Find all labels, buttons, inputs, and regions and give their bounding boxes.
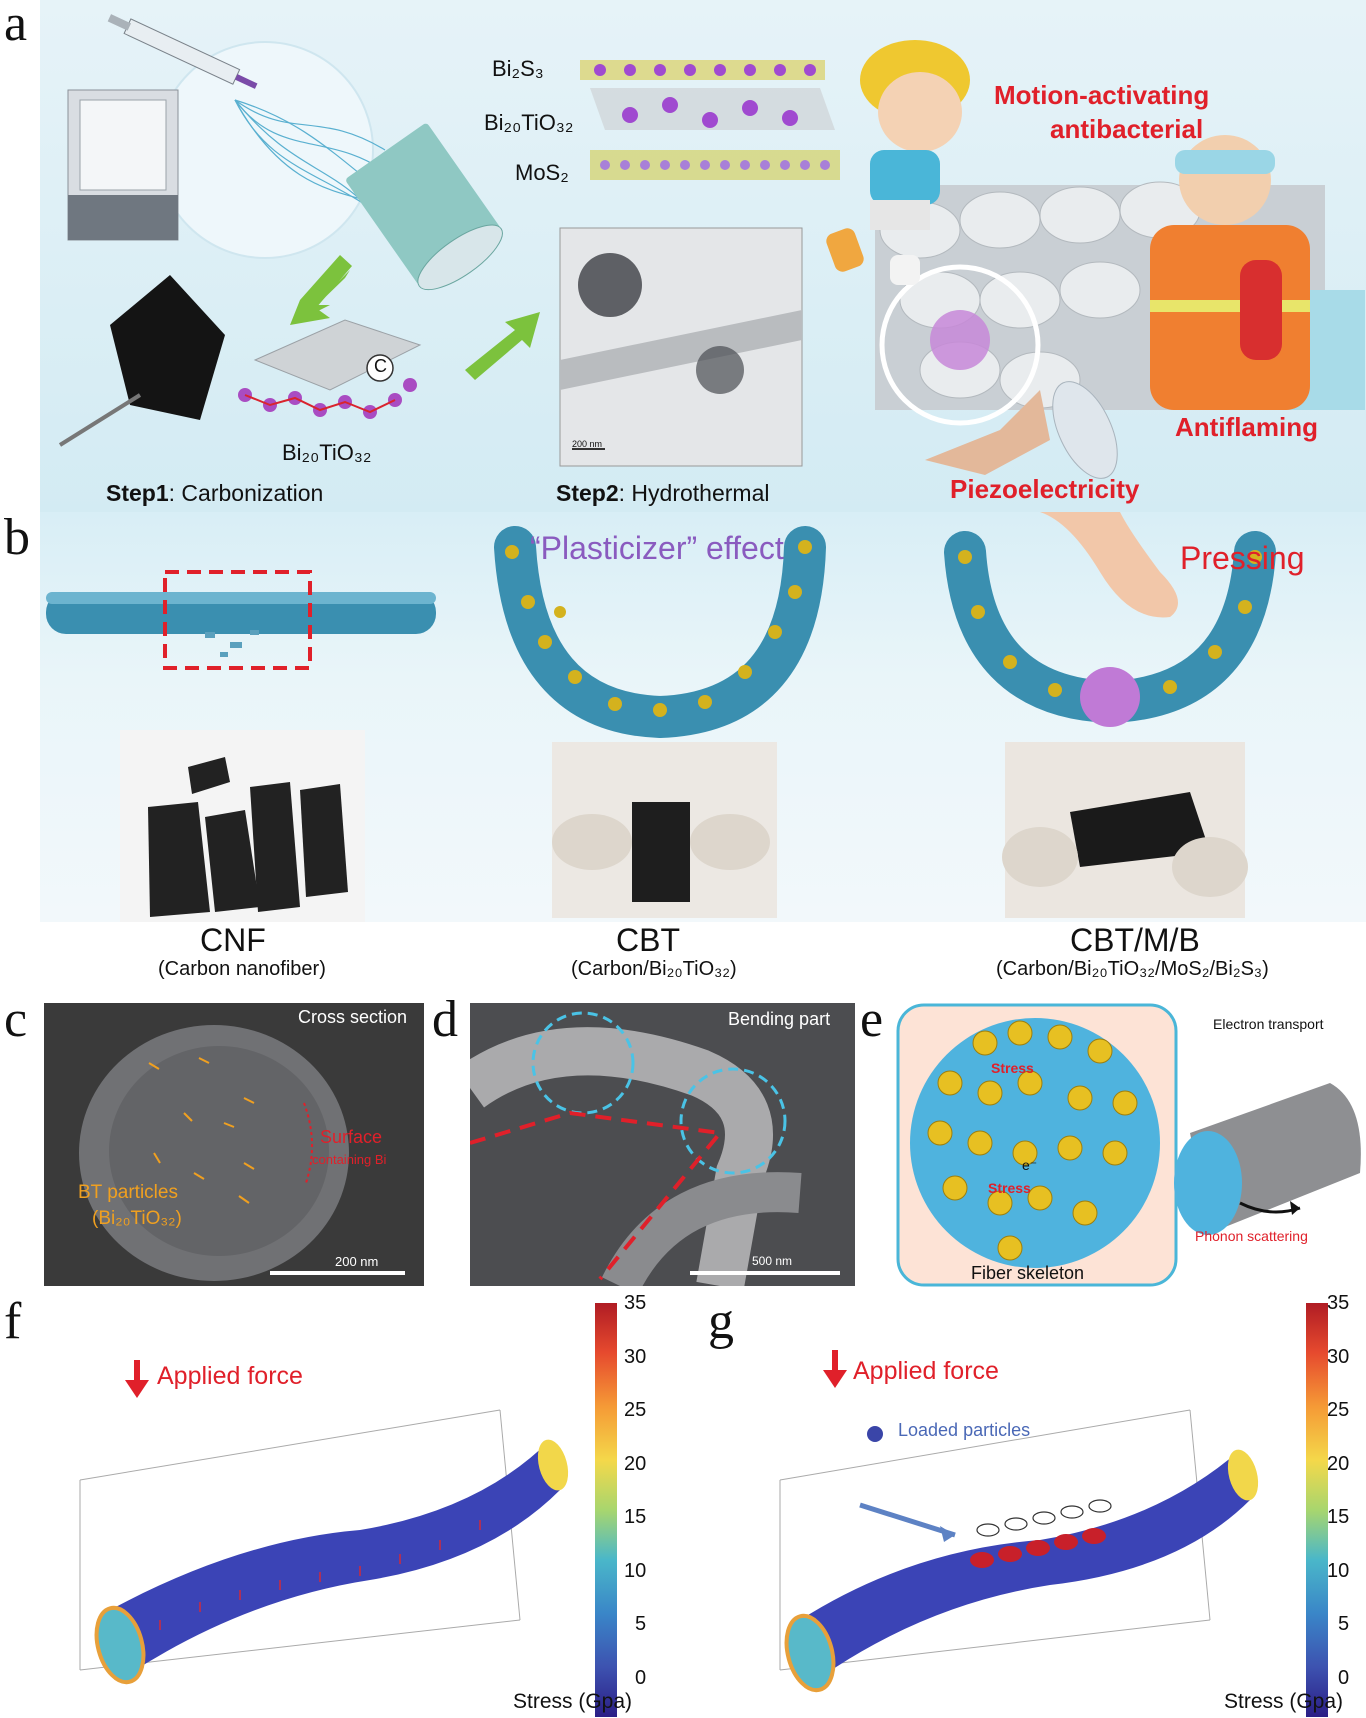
- bt-particles-sub: (Bi₂₀TiO₃₂): [92, 1208, 182, 1229]
- panel-e-illustration: [896, 1003, 1361, 1287]
- f-colorbar-label: Stress (Gpa): [513, 1690, 633, 1713]
- panel-letter-f: f: [4, 1293, 22, 1350]
- pressing-label: Pressing: [1180, 540, 1305, 576]
- panel-letter-a: a: [4, 0, 28, 52]
- f-tick: 5: [635, 1613, 647, 1635]
- bt-particles-label: BT particles: [78, 1182, 178, 1203]
- carbon-badge: [366, 354, 394, 382]
- cbtmb-particles: [958, 550, 1262, 697]
- f-tick: 35: [624, 1292, 647, 1314]
- insole: [1052, 381, 1118, 479]
- collector-drum: [346, 123, 503, 291]
- d-scale-label: 500 nm: [752, 1254, 793, 1268]
- layer-label-bi2s3: Bi₂S₃: [492, 56, 544, 81]
- layer-label-mos2: MoS₂: [515, 160, 569, 185]
- panel-letter-e: e: [860, 991, 884, 1048]
- lens-circle: [156, 41, 374, 259]
- f-force-arrow-icon: [125, 1360, 149, 1398]
- cnf-label: CNF: [200, 922, 266, 958]
- g-tick: 20: [1327, 1453, 1350, 1475]
- cbtmb-sub-label: (Carbon/Bi₂₀TiO₃₂/MoS₂/Bi₂S₃): [996, 958, 1269, 980]
- f-fiber-body: [110, 1440, 560, 1680]
- f-tick: 0: [635, 1667, 647, 1689]
- g-force-arrow-icon: [823, 1350, 847, 1388]
- g-tick: 15: [1327, 1506, 1350, 1528]
- cbt-particles: [505, 540, 812, 717]
- panel-letter-g: g: [708, 1293, 734, 1350]
- cbt-fiber: [494, 526, 826, 739]
- tweezers: [58, 393, 142, 447]
- f-colorbar: [595, 1303, 617, 1717]
- fiber-skeleton-label: Fiber skeleton: [971, 1263, 1085, 1283]
- panel-g-fem-plot: [779, 1409, 1259, 1693]
- tem-scale-label: 200 nm: [572, 439, 603, 449]
- foot: [925, 390, 1050, 475]
- stress-label-2: Stress: [988, 1180, 1031, 1196]
- panel-letter-c: c: [4, 991, 28, 1048]
- f-tick: 10: [624, 1560, 647, 1582]
- flower-particle: [930, 310, 990, 370]
- loaded-particles-label: Loaded particles: [898, 1420, 1031, 1440]
- phonon-label: Phonon scattering: [1195, 1228, 1308, 1244]
- cross-section-title: Cross section: [298, 1007, 408, 1027]
- g-tick: 25: [1327, 1399, 1350, 1421]
- motion-label-line1: Motion-activating: [994, 80, 1210, 110]
- g-fiber-body: [800, 1450, 1250, 1685]
- c-scale-label: 200 nm: [335, 1254, 379, 1269]
- panel-letter-b: b: [4, 509, 30, 566]
- mos2-flower: [1080, 667, 1140, 727]
- layer-label-bi20tio32: Bi₂₀TiO₃₂: [484, 110, 574, 135]
- cnf-sub-label: (Carbon nanofiber): [158, 958, 326, 980]
- g-tick: 30: [1327, 1346, 1350, 1368]
- panel-b-illustration: [46, 512, 1276, 922]
- g-loaded-particles: [970, 1528, 1106, 1568]
- panel-f-fem-plot: [79, 1409, 569, 1685]
- panel-letter-d: d: [432, 991, 458, 1048]
- bt-spheres: [927, 1020, 1138, 1261]
- cbt-label: CBT: [616, 922, 680, 958]
- g-tick: 35: [1327, 1292, 1350, 1314]
- electron-symbol: e⁻: [1022, 1157, 1038, 1173]
- step1-caption: Step1: Carbonization: [106, 480, 324, 506]
- panel-c-sem-image: [44, 1003, 424, 1286]
- cbtmb-label: CBT/M/B: [1070, 922, 1200, 958]
- boy-character: [826, 40, 970, 285]
- arrow-up-right-icon: [465, 312, 540, 380]
- fiber-cross-section: [910, 1018, 1160, 1268]
- layer-stack: [580, 60, 840, 180]
- g-tick: 0: [1338, 1667, 1350, 1689]
- antiflaming-label: Antiflaming: [1175, 412, 1318, 442]
- motion-label-line2: antibacterial: [1050, 114, 1204, 144]
- carbon-sheet: [110, 275, 225, 420]
- loaded-particle-dot-icon: [867, 1426, 883, 1442]
- surface-sub-label: containing Bi: [312, 1152, 387, 1167]
- carbon-label: C: [374, 356, 387, 376]
- syringe-icon: [107, 14, 258, 89]
- g-tick: 5: [1338, 1613, 1350, 1635]
- panel-a-illustration: [58, 14, 1365, 479]
- cnf-break-box: [163, 570, 312, 670]
- electron-transport-label: Electron transport: [1213, 1016, 1324, 1032]
- panel-d-sem-image: [470, 1003, 855, 1286]
- g-applied-force-label: Applied force: [853, 1357, 999, 1385]
- surface-label: Surface: [320, 1127, 383, 1147]
- stress-label-1: Stress: [991, 1060, 1034, 1076]
- f-tick: 15: [624, 1506, 647, 1528]
- f-tick: 20: [624, 1453, 647, 1475]
- graphene-sheet: [253, 319, 422, 391]
- pressing-hand: [1040, 512, 1178, 618]
- g-tick: 10: [1327, 1560, 1350, 1582]
- bito-label: Bi₂₀TiO₃₂: [282, 440, 372, 465]
- piezo-label: Piezoelectricity: [950, 474, 1140, 504]
- firefighter-character: [1150, 135, 1310, 410]
- cbt-sub-label: (Carbon/Bi₂₀TiO₃₂): [571, 958, 737, 980]
- step2-caption: Step2: Hydrothermal: [556, 480, 770, 506]
- f-applied-force-label: Applied force: [157, 1362, 303, 1390]
- g-colorbar: [1306, 1303, 1328, 1717]
- f-tick: 25: [624, 1399, 647, 1421]
- f-tick: 30: [624, 1346, 647, 1368]
- g-colorbar-label: Stress (Gpa): [1224, 1690, 1344, 1713]
- bending-part-title: Bending part: [728, 1009, 831, 1029]
- plasticizer-label: “Plasticizer” effect: [530, 530, 784, 566]
